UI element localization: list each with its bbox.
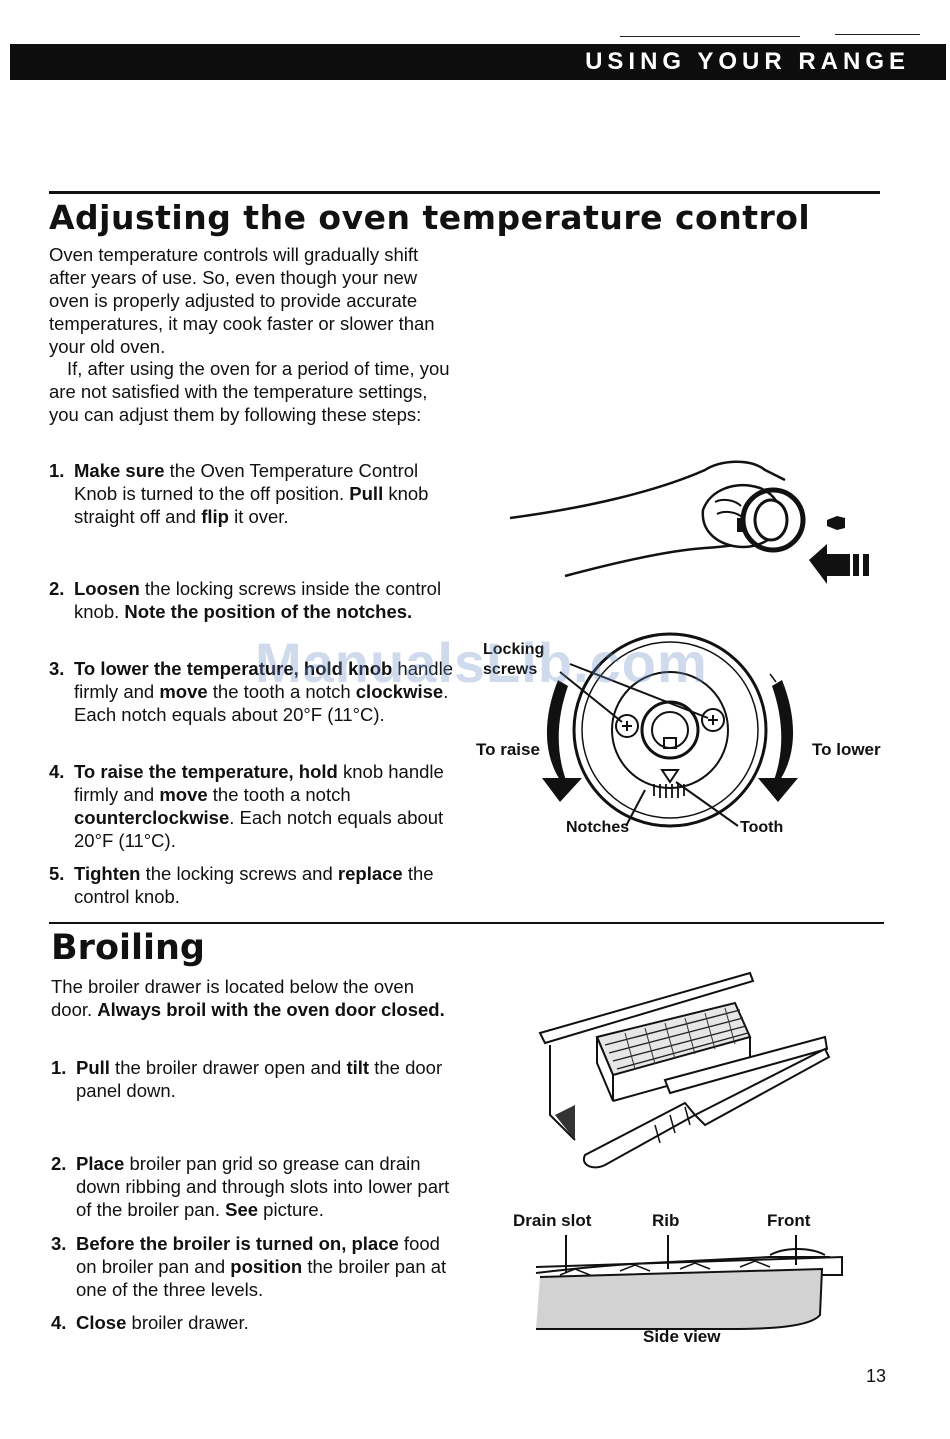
label-to-raise: To raise <box>476 740 540 759</box>
broiler-drawer-illustration <box>538 971 831 1169</box>
knob-adjustment-diagram <box>542 632 798 828</box>
section-title: Broiling <box>51 928 205 968</box>
intro-paragraph: The broiler drawer is located below the … <box>51 976 445 1020</box>
label-tooth: Tooth <box>740 819 784 836</box>
intro-paragraph-2: If, after using the oven for a period of… <box>49 358 450 425</box>
knob-removal-illustration <box>509 460 869 584</box>
header-bar: USING YOUR RANGE <box>10 44 946 80</box>
step-item: 5. Tighten the locking screws and replac… <box>49 863 434 907</box>
watermark: ManualsLib.com <box>255 631 708 694</box>
step-item: 2. Place broiler pan grid so grease can … <box>51 1153 450 1220</box>
step-item: 1. Make sure the Oven Temperature Contro… <box>49 460 429 527</box>
header-top-line <box>620 36 800 37</box>
intro-paragraph: Oven temperature controls will gradually… <box>49 244 435 357</box>
step-item: 4. To raise the temperature, hold knob h… <box>49 761 444 851</box>
label-side-view: Side view <box>643 1327 721 1346</box>
section-title: Adjusting the oven temperature control <box>49 198 811 237</box>
label-rib: Rib <box>652 1211 680 1230</box>
step-item: 3. Before the broiler is turned on, plac… <box>51 1233 447 1300</box>
step-item: 3. To lower the temperature, hold knob h… <box>49 658 453 725</box>
header-title: USING YOUR RANGE <box>585 48 910 75</box>
step-item: 4. Close broiler drawer. <box>51 1312 249 1333</box>
label-notches: Notches <box>566 819 630 836</box>
label-locking-screws: Locking screws <box>483 641 545 678</box>
header-top-line-2 <box>835 34 920 35</box>
section-rule <box>49 922 884 924</box>
label-front: Front <box>767 1211 811 1230</box>
section-rule <box>49 191 880 194</box>
label-drain-slot: Drain slot <box>513 1211 592 1230</box>
step-item: 1. Pull the broiler drawer open and tilt… <box>51 1057 443 1101</box>
label-to-lower: To lower <box>812 740 881 759</box>
broiler-pan-side-view <box>535 1235 843 1330</box>
step-item: 2. Loosen the locking screws inside the … <box>49 578 442 622</box>
page-number: 13 <box>866 1366 887 1386</box>
